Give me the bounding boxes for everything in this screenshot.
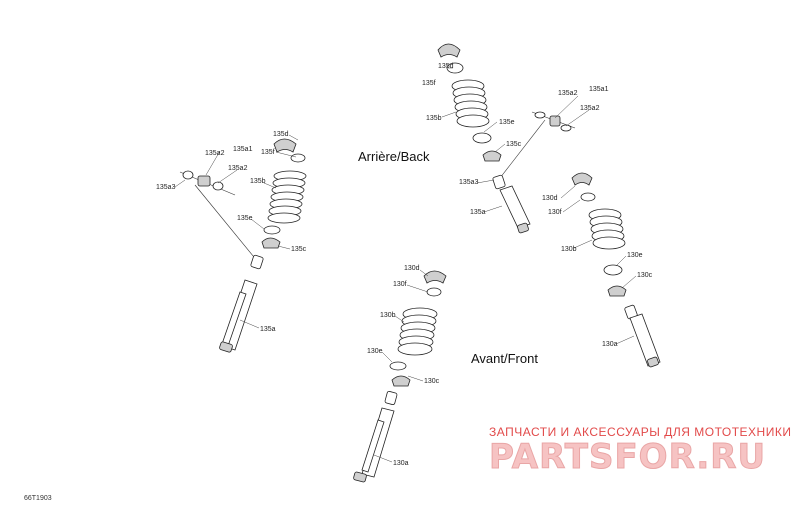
label-130c-center: 130c [424, 378, 440, 385]
label-135a1-left: 135a1 [233, 146, 253, 153]
center-front-assembly [353, 270, 447, 483]
label-130a-center: 130a [393, 460, 409, 467]
label-130a-right: 130a [602, 341, 618, 348]
label-135a2-left-top: 135a2 [205, 150, 225, 157]
label-130c-right: 130c [637, 272, 653, 279]
watermark-tagline: ЗАПЧАСТИ И АКСЕССУАРЫ ДЛЯ МОТОТЕХНИКИ [489, 425, 791, 439]
label-130d-right: 130d [542, 195, 558, 202]
right-front-assembly [571, 172, 661, 368]
left-rear-assembly [179, 138, 307, 353]
label-135f-top: 135f [422, 80, 436, 87]
leader-lines [174, 67, 637, 463]
label-130d-center: 130d [404, 265, 420, 272]
spring-135b-top [451, 79, 490, 128]
section-title-front: Avant/Front [471, 351, 538, 366]
label-130e-right: 130e [627, 252, 643, 259]
label-130f-center: 130f [393, 281, 407, 288]
label-135a2-top-b: 135a2 [580, 105, 600, 112]
part-labels: 135d 135f 135a1 135a2 135a2 135a3 135b 1… [156, 63, 653, 467]
label-135e-top: 135e [499, 119, 515, 126]
label-135f-left: 135f [261, 149, 275, 156]
spring-130b-center [397, 307, 438, 356]
label-135c-top: 135c [506, 141, 522, 148]
label-135a2-top-a: 135a2 [558, 90, 578, 97]
section-title-rear: Arrière/Back [358, 149, 430, 164]
label-135a2-left: 135a2 [228, 165, 248, 172]
label-135a3-top: 135a3 [459, 179, 479, 186]
watermark: ЗАПЧАСТИ И АКСЕССУАРЫ ДЛЯ МОТОТЕХНИКИ PA… [489, 425, 791, 478]
shock-130a-center [353, 390, 398, 483]
spring-130b-right [588, 208, 626, 250]
shock-135a-left [219, 254, 264, 353]
top-rear-assembly [437, 43, 576, 234]
label-135a-top: 135a [470, 209, 486, 216]
label-130b-center: 130b [380, 312, 396, 319]
label-135a3-left: 135a3 [156, 184, 176, 191]
label-135c-left: 135c [291, 246, 307, 253]
label-130b-right: 130b [561, 246, 577, 253]
figure-code: 66T1903 [24, 495, 52, 502]
label-135d-top: 135d [438, 63, 454, 70]
watermark-logo-text: PARTSFOR.RU [489, 437, 766, 477]
label-135e-left: 135e [237, 215, 253, 222]
label-135b-left: 135b [250, 178, 266, 185]
shock-130a-right [624, 304, 661, 368]
label-135b-top: 135b [426, 115, 442, 122]
label-130f-right: 130f [548, 209, 562, 216]
label-135a-left: 135a [260, 326, 276, 333]
label-135a1-top: 135a1 [589, 86, 609, 93]
label-130e-center: 130e [367, 348, 383, 355]
shock-135a-top [492, 174, 531, 234]
spring-135b [267, 170, 307, 224]
label-135d-left: 135d [273, 131, 289, 138]
